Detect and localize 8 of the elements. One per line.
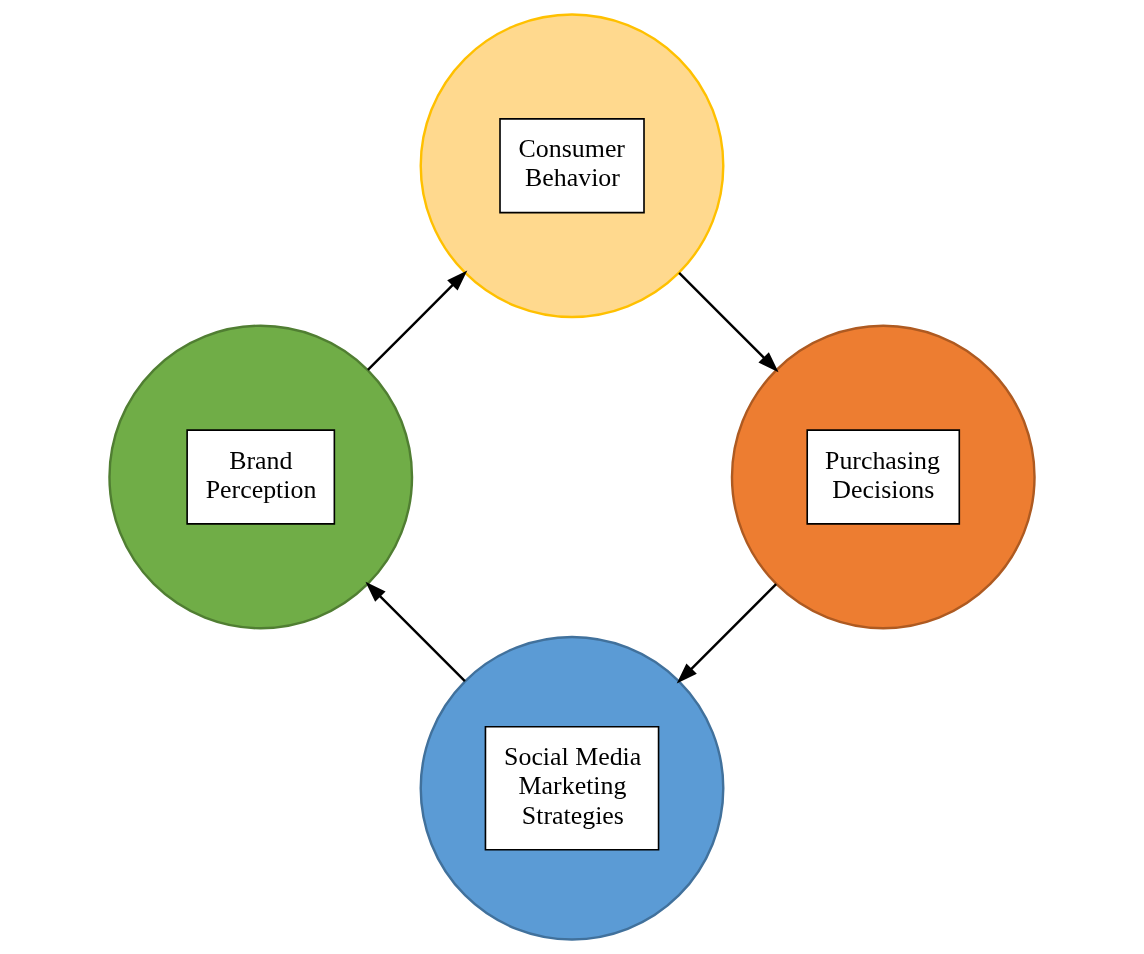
node-circle: Consumer Behavior	[419, 13, 725, 319]
arrow	[676, 583, 777, 684]
arrow	[367, 270, 468, 371]
arrow	[365, 581, 466, 682]
node-circle: Social Media Marketing Strategies	[419, 635, 725, 941]
node-circle: Brand Perception	[108, 324, 414, 630]
arrow	[678, 272, 779, 373]
node-circle: Purchasing Decisions	[730, 324, 1036, 630]
